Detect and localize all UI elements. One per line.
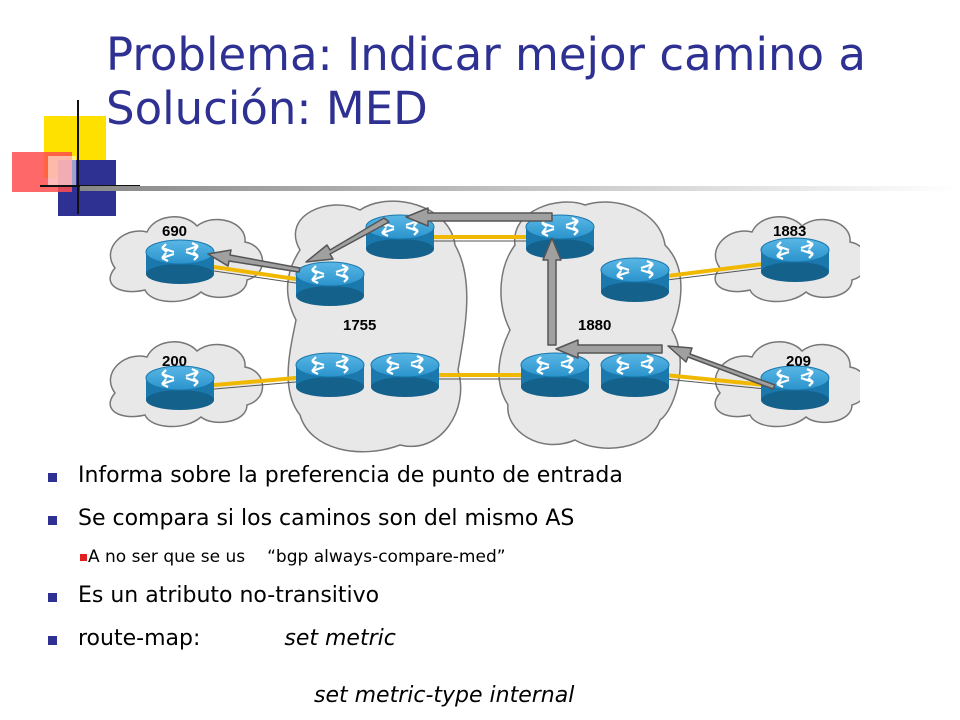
router-as1883: [759, 236, 831, 284]
router-as1755-d: [369, 351, 441, 399]
title-line-2: Solución: MED: [106, 82, 428, 135]
router-as200: [144, 364, 216, 412]
bullet-item: Se compara si los caminos son del mismo …: [48, 505, 623, 533]
bullet-item: route-map:set metric: [48, 625, 623, 653]
route-map-command: set metric: [284, 626, 396, 651]
title-line-1: Problema: Indicar mejor camino a: [106, 28, 866, 81]
router-as1755-c: [294, 351, 366, 399]
route-map-command-2: set metric-type internal: [314, 683, 575, 708]
title-underline: [80, 186, 960, 191]
sub-bullet-item: A no ser que se us“bgp always-compare-me…: [48, 546, 623, 568]
router-as1880-b: [599, 256, 671, 304]
router-as1880-d: [599, 351, 671, 399]
as-label-1880: 1880: [578, 317, 611, 334]
links: [179, 235, 796, 390]
as-label-200: 200: [162, 353, 187, 370]
as-label-690: 690: [162, 223, 187, 240]
as-label-1883: 1883: [773, 223, 806, 240]
slide-title: Problema: Indicar mejor camino a Solució…: [106, 28, 866, 136]
bgp-med-network-diagram: 690 1883 1755 1880 200 209: [109, 200, 860, 453]
bullet-list: Informa sobre la preferencia de punto de…: [48, 462, 623, 668]
router-as1755-a: [294, 260, 366, 308]
router-as690: [144, 238, 216, 286]
path-arrows: [207, 207, 776, 390]
as-label-209: 209: [786, 353, 811, 370]
bullet-item: Informa sobre la preferencia de punto de…: [48, 462, 623, 490]
as-label-1755: 1755: [343, 317, 376, 334]
bullet-item: Es un atributo no-transitivo: [48, 582, 623, 610]
router-as1880-c: [519, 351, 591, 399]
